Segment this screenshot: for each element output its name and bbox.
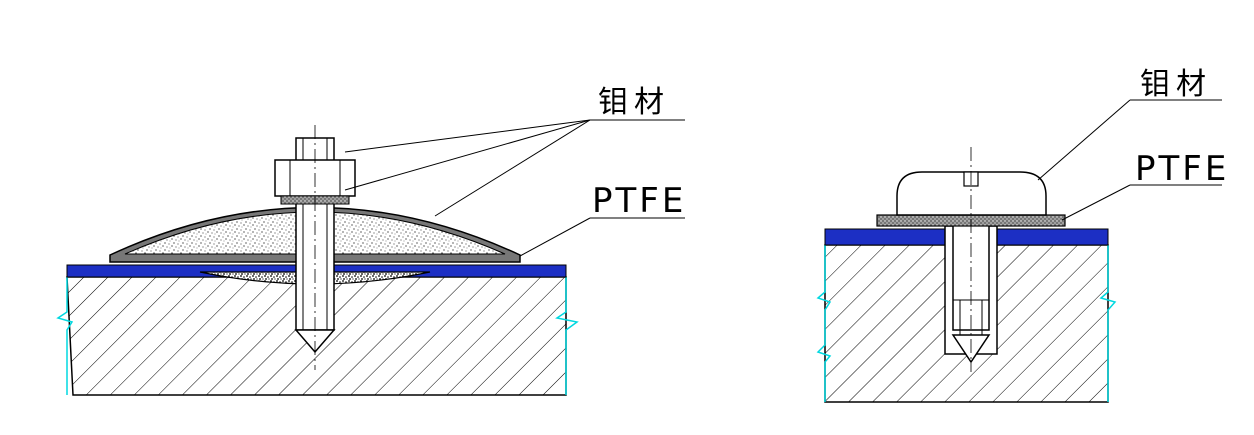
left-break-line-left (56, 277, 74, 395)
right-ptfe-label: PTFE (1135, 149, 1229, 189)
right-leaders (1037, 99, 1222, 221)
left-break-line-right (555, 277, 579, 395)
left-ptfe-label: PTFE (592, 181, 686, 221)
right-break-line-left (816, 245, 832, 402)
left-leaders (344, 119, 685, 257)
right-figure: 钼材 PTFE (816, 67, 1229, 403)
right-break-line-right (1099, 245, 1117, 402)
right-screw-head (896, 171, 1047, 216)
left-material-label: 钼材 (598, 85, 670, 120)
left-figure: 钼材 PTFE (56, 85, 686, 396)
right-material-label: 钼材 (1140, 67, 1212, 102)
